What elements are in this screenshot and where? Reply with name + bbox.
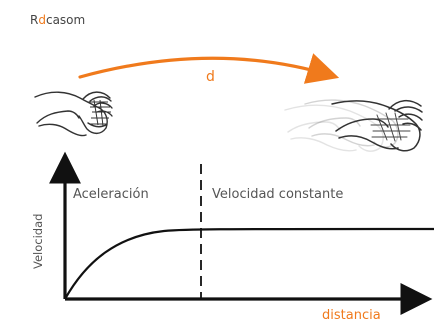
open-hand-icon	[34, 91, 113, 137]
y-axis-label: Velocidad	[31, 214, 45, 269]
displacement-label: d	[206, 69, 215, 85]
displacement-arrow	[78, 53, 340, 84]
motion-blur-hand-icon	[284, 99, 423, 152]
x-axis-label: distancia	[322, 308, 381, 323]
brand-logo-suffix: casom	[46, 13, 85, 27]
velocity-curve	[64, 227, 434, 300]
phase-label-constant-velocity: Velocidad constante	[212, 187, 343, 202]
brand-logo-accent: d	[38, 13, 46, 27]
brand-logo: Rdcasom	[30, 13, 85, 27]
phase-label-acceleration: Aceleración	[73, 187, 149, 202]
brand-logo-prefix: R	[30, 13, 38, 27]
start-hand-ribbing	[88, 99, 111, 127]
